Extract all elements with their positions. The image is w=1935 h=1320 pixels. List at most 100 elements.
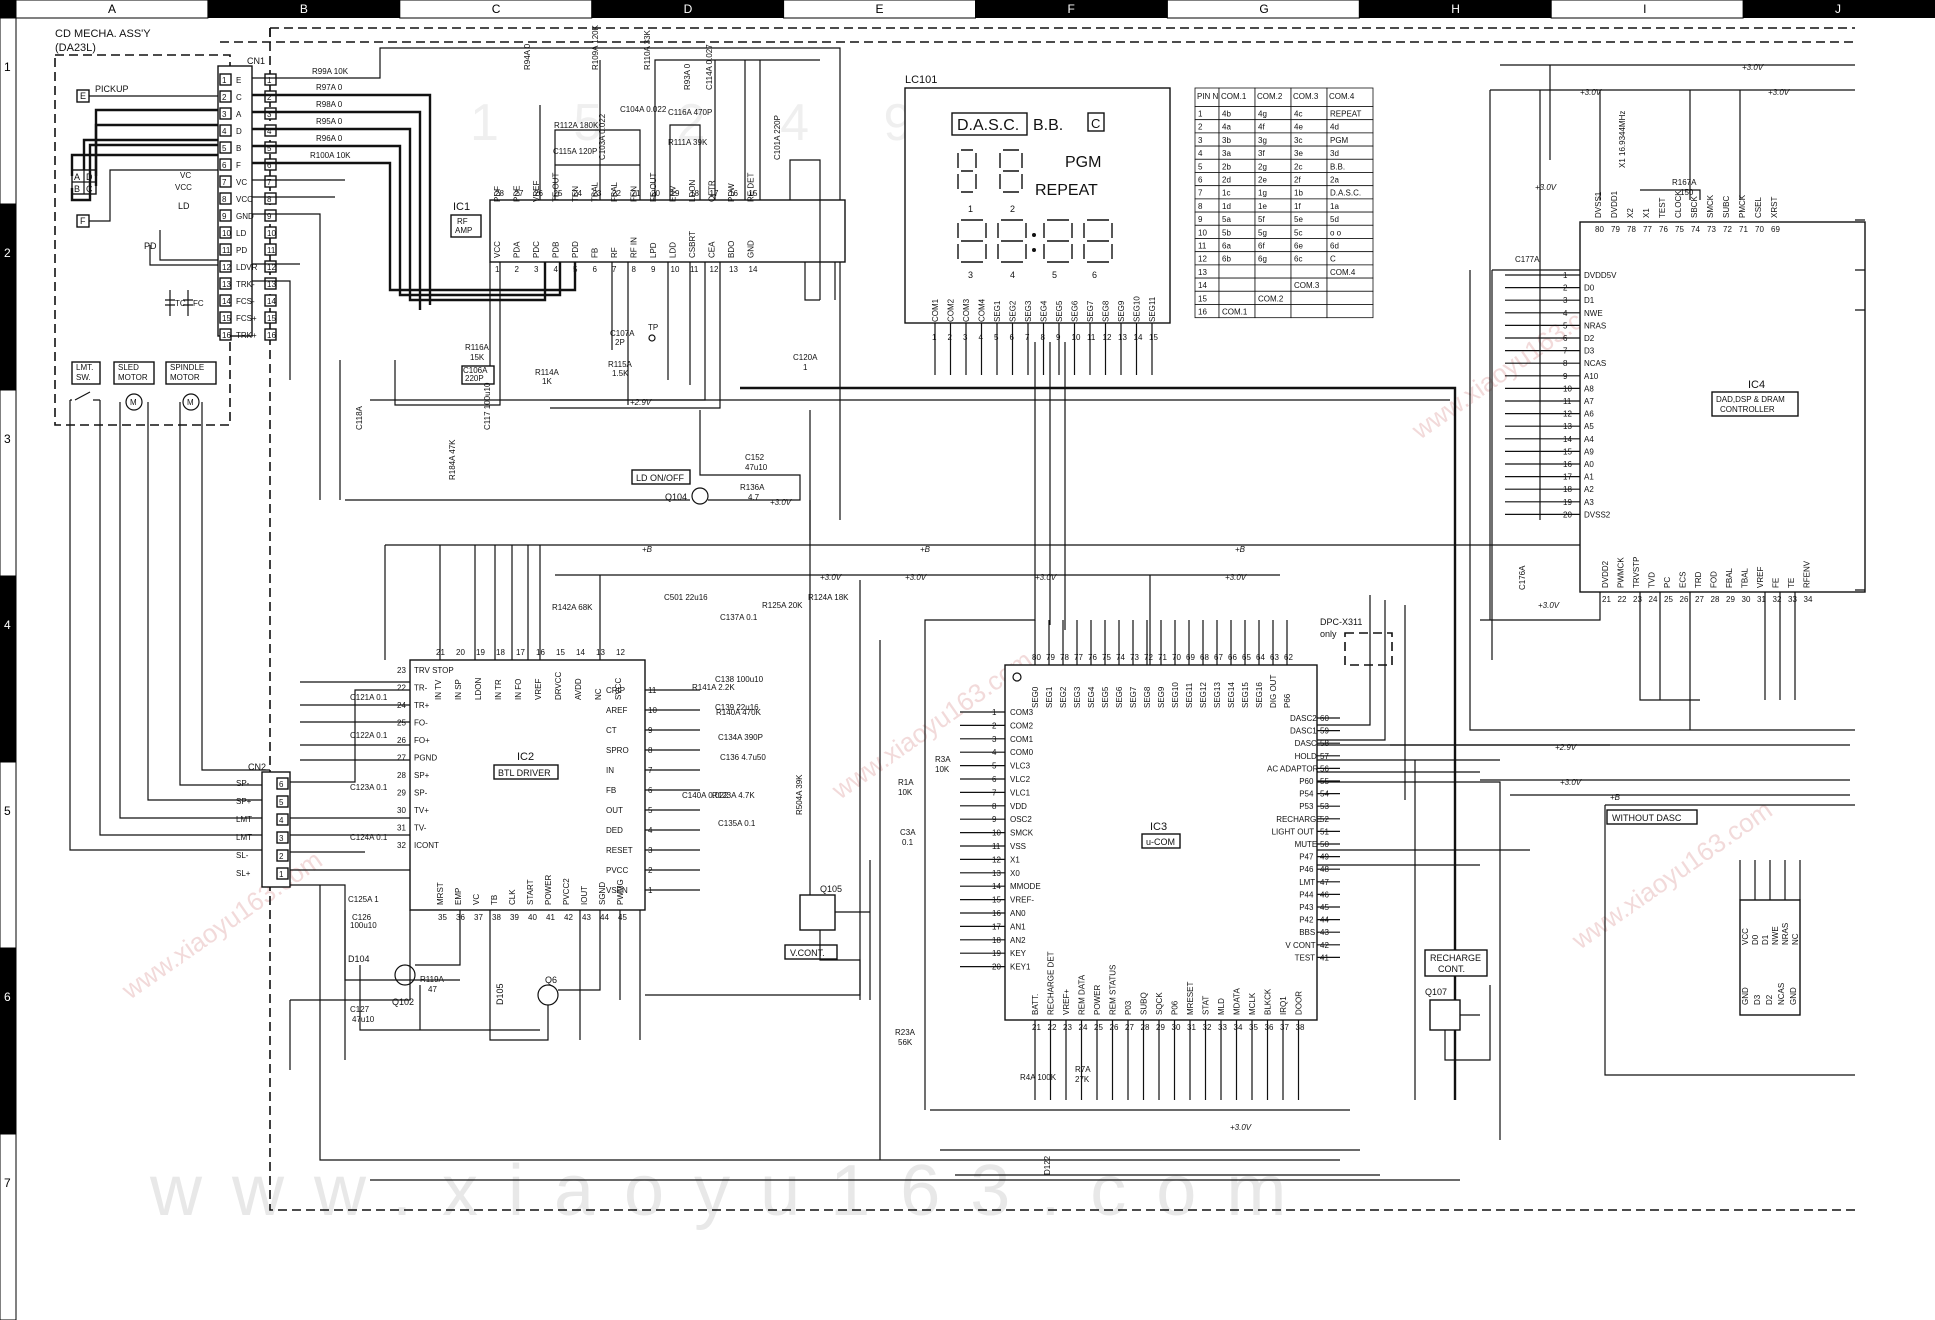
- ic3-bottom-pin: MRESET: [1186, 982, 1195, 1015]
- table-cell-text: 1b: [1294, 189, 1303, 198]
- ic4-bottom-pin: DVDD2: [1601, 560, 1610, 588]
- ic4-left-pin: D3: [1584, 347, 1595, 356]
- table-cell-text: 6b: [1222, 255, 1231, 264]
- cn1-pin-box-r: [264, 107, 277, 120]
- ic3-right-pin: P53: [1299, 802, 1314, 811]
- ic3-top-pin: SEG3: [1073, 686, 1082, 708]
- svg-text:R136A: R136A: [740, 483, 765, 492]
- ic1-top-pin-num: 19: [671, 189, 680, 198]
- ic3-top-pin-num: 65: [1242, 653, 1251, 662]
- lc101-pin-num: 5: [994, 333, 999, 342]
- table-cell-text: 2f: [1294, 175, 1301, 184]
- ic3-bottom-pin: P03: [1124, 1000, 1133, 1015]
- ic3-bottom-pin-num: 23: [1063, 1023, 1072, 1032]
- ic3-bottom-pin: MCLK: [1248, 992, 1257, 1015]
- q105-label: Q105: [820, 884, 842, 894]
- cn1-pin-num: 4: [222, 127, 227, 136]
- svg-text:C176A: C176A: [1518, 565, 1527, 590]
- sled-motor-box: [113, 361, 155, 385]
- ic3-left-pin: VDD: [1010, 802, 1027, 811]
- lc101-display: LC101 D.A.S.C. B.B. C PGM REPEAT 1 2 3 4…: [904, 74, 1171, 375]
- table-cell-text: COM.4: [1330, 268, 1356, 277]
- dram-chip-body: [1739, 899, 1801, 1016]
- svg-text:27K: 27K: [1075, 1075, 1090, 1084]
- ic3-top-pin-num: 77: [1074, 653, 1083, 662]
- svg-text:100u10: 100u10: [350, 921, 377, 930]
- table-cell-text: COM.2: [1258, 294, 1284, 303]
- digit-num-6: 6: [1092, 270, 1097, 280]
- lc101-pin: SEG6: [1071, 300, 1080, 322]
- ram-top-pin: VCC: [1741, 928, 1750, 945]
- table-cell-text: 5: [1198, 162, 1203, 171]
- ic2-top-pin-num: 18: [496, 648, 505, 657]
- ic2-left-pin-num: 25: [397, 719, 406, 728]
- q102-label: Q102: [392, 997, 414, 1007]
- ic4-top-pin-num: 75: [1675, 225, 1684, 234]
- table-cell-text: 2d: [1222, 175, 1231, 184]
- ic2-left-pin: FO+: [414, 736, 430, 745]
- pickup-f-text: F: [80, 216, 86, 226]
- ic3-right-pin: LIGHT OUT: [1272, 827, 1315, 836]
- ic3-left-pin: VSS: [1010, 842, 1026, 851]
- ic2-left-pin-num: 31: [397, 824, 406, 833]
- cn1-pin-box: [219, 141, 232, 154]
- table-cell-text: 6c: [1294, 255, 1302, 264]
- sled-motor-label-2: MOTOR: [118, 373, 148, 382]
- table-header-text: COM.2: [1257, 92, 1283, 101]
- cn1-pin-num: 7: [222, 178, 227, 187]
- ic2-bottom-pin: PWMG: [616, 879, 625, 905]
- ic3-right-pin: TEST: [1295, 953, 1316, 962]
- ic1-top-pin-num: 24: [573, 189, 582, 198]
- lmt-sw-box: [71, 361, 101, 385]
- ic3-top-pin: DIG OUT: [1269, 675, 1278, 708]
- lcd-colon-dot: [1032, 233, 1036, 237]
- c116a: C116A 470P: [668, 108, 712, 117]
- cn1-pin-num: 10: [222, 229, 231, 238]
- ic3-right-pin: P44: [1299, 890, 1314, 899]
- ic1-top-pin-num: 25: [554, 189, 563, 198]
- svg-text:C126: C126: [352, 913, 372, 922]
- ic4-left-pin: A1: [1584, 473, 1594, 482]
- cn1-pin-10: LD: [236, 229, 246, 238]
- cn1-pin-num: 6: [222, 161, 227, 170]
- table-cell: [1290, 264, 1328, 279]
- svg-text:R184A 47K: R184A 47K: [448, 439, 457, 480]
- ic4-top-pin-num: 78: [1627, 225, 1636, 234]
- ic3-left-pin: COM0: [1010, 748, 1034, 757]
- table-cell-text: 4b: [1222, 109, 1231, 118]
- cn1-pin-num-r: 7: [267, 178, 272, 187]
- ic2-part-label: C136 4.7u50: [720, 753, 766, 762]
- ic4-left-pin: DVSS2: [1584, 510, 1611, 519]
- svg-text:15K: 15K: [470, 353, 485, 362]
- c101a: C101A 220P: [773, 115, 782, 160]
- digit-num-5: 5: [1052, 270, 1057, 280]
- ic1-top-pin: ENV: [669, 185, 678, 202]
- ic3-top-pin: SEG9: [1157, 686, 1166, 708]
- ic1-bottom-pin: PDC: [532, 241, 541, 258]
- ic3-top-pin-num: 75: [1102, 653, 1111, 662]
- ic2-left-pin-num: 32: [397, 841, 406, 850]
- ic2-top-pin: NC: [594, 688, 603, 700]
- ic4-bottom-pin-num: 27: [1695, 595, 1704, 604]
- ic3-bottom-pin: DOOR: [1295, 991, 1304, 1015]
- cn1-pin-num-r: 12: [267, 263, 276, 272]
- table-cell-text: 6g: [1258, 255, 1267, 264]
- svg-text:M: M: [130, 398, 137, 407]
- ic4-bottom-pin-num: 22: [1618, 595, 1627, 604]
- lcd-segment-paths: [997, 219, 1027, 263]
- table-cell-text: 2: [1198, 123, 1203, 132]
- table-header-text: COM.1: [1221, 92, 1247, 101]
- ic3-top-pin: SEG1: [1045, 686, 1054, 708]
- svg-text:1.5K: 1.5K: [612, 369, 629, 378]
- ic1-top-pin: OFTR: [708, 180, 717, 202]
- cn1-pin-box-r: [264, 192, 277, 205]
- ic2-bottom-pin: TB: [490, 895, 499, 905]
- ic2-top-pin: IN FO: [514, 679, 523, 700]
- recharge-cont-1: RECHARGE: [1430, 953, 1481, 963]
- mecha-title: CD MECHA. ASS'Y: [55, 28, 151, 40]
- r111a: R111A 39K: [668, 138, 708, 147]
- table-cell-text: 4a: [1222, 123, 1231, 132]
- ic3-bottom-pin-num: 29: [1156, 1023, 1165, 1032]
- svg-text:1K: 1K: [542, 377, 552, 386]
- ic3-top-pin: SEG15: [1241, 682, 1250, 708]
